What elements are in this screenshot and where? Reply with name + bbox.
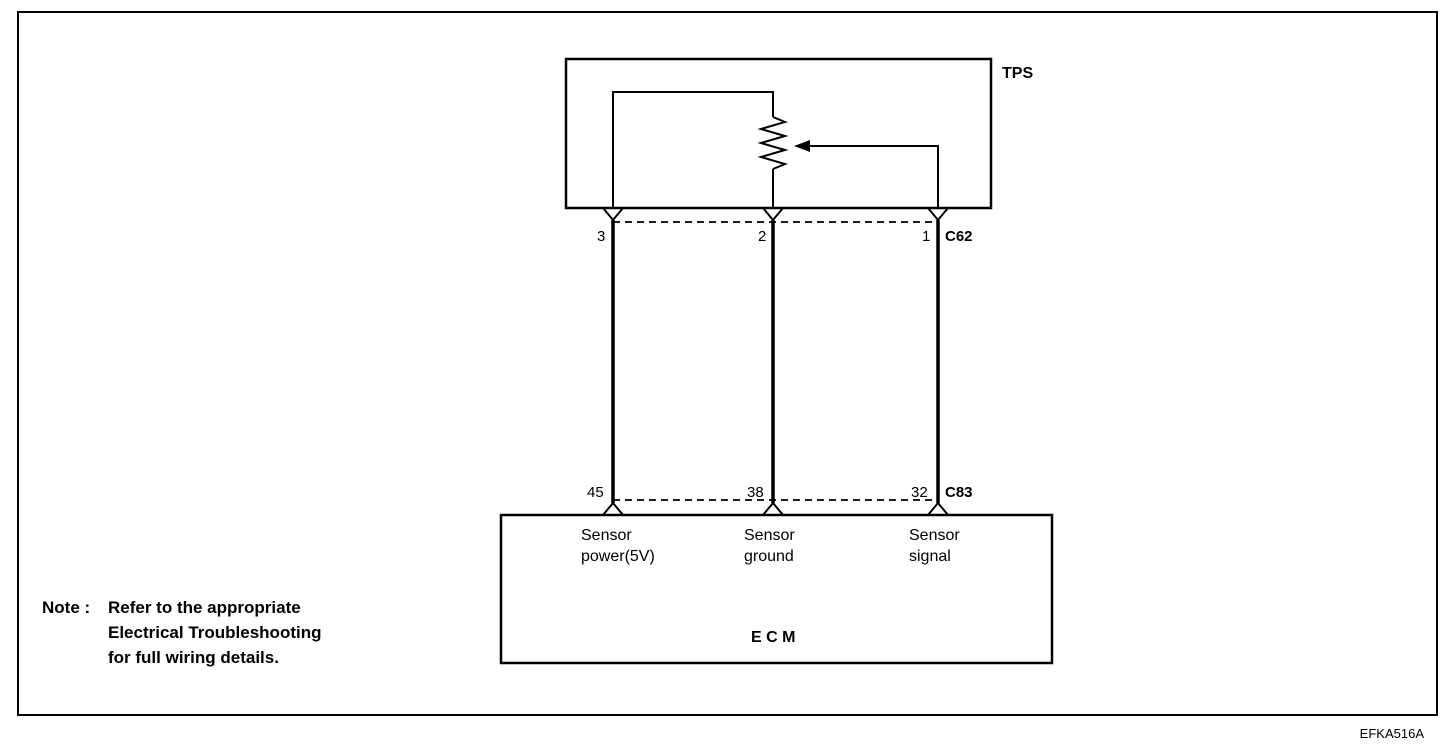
ecm-label: E C M	[751, 629, 795, 646]
c83-pin-45: 45	[587, 484, 604, 501]
ecm-terminal-ground-line1: Sensor	[744, 527, 795, 544]
figure-code: EFKA516A	[1360, 726, 1425, 741]
ecm-box	[499, 513, 1054, 665]
note-line3: for full wiring details.	[108, 648, 279, 667]
tps-internal-circuit	[612, 91, 939, 208]
c62-pin-2: 2	[758, 228, 766, 245]
c62-pin-3: 3	[597, 228, 605, 245]
ecm-terminal-power-line2: power(5V)	[581, 548, 655, 565]
c83-pin-32: 32	[911, 484, 928, 501]
ecm-terminal-signal-line2: signal	[909, 548, 951, 565]
harness-wires	[611, 220, 940, 503]
c62-connector-id: C62	[945, 228, 973, 245]
c83-pin-38: 38	[747, 484, 764, 501]
c83-connector-id: C83	[945, 484, 973, 501]
connector-c62	[602, 207, 949, 223]
wiper-arrow-icon	[794, 140, 810, 152]
tps-box	[564, 57, 993, 210]
c62-pin-1: 1	[922, 228, 930, 245]
note-line2: Electrical Troubleshooting	[108, 623, 321, 642]
ecm-terminal-signal-line1: Sensor	[909, 527, 960, 544]
connector-c83	[602, 499, 949, 516]
note-line1: Refer to the appropriate	[108, 598, 301, 617]
ecm-terminal-power-line1: Sensor	[581, 527, 632, 544]
note-prefix: Note :	[42, 598, 90, 617]
potentiometer-resistor	[757, 116, 789, 170]
tps-label: TPS	[1002, 65, 1033, 82]
outer-frame	[17, 11, 1438, 716]
ecm-terminal-ground-line2: ground	[744, 548, 794, 565]
